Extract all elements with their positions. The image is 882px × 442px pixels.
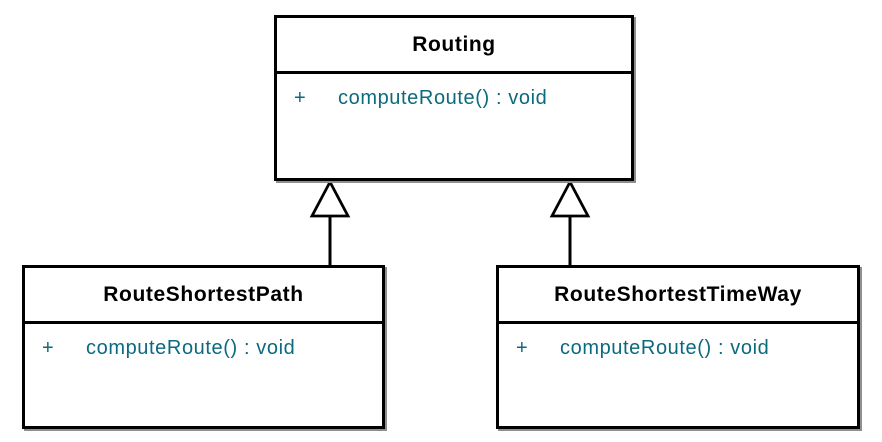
- class-members: + computeRoute() : void: [25, 324, 382, 360]
- class-box-routing: Routing + computeRoute() : void: [274, 15, 634, 181]
- method-visibility: +: [294, 87, 307, 109]
- class-members: + computeRoute() : void: [277, 74, 631, 110]
- method-row: + computeRoute() : void: [294, 87, 625, 110]
- generalization-arrow-routeshortesttimeway-to-routing: [549, 179, 591, 267]
- method-row: + computeRoute() : void: [42, 337, 376, 360]
- class-name: RouteShortestPath: [25, 268, 382, 324]
- generalization-triangle-icon: [549, 179, 591, 218]
- class-members: + computeRoute() : void: [499, 324, 857, 360]
- method-row: + computeRoute() : void: [516, 337, 851, 360]
- method-visibility: +: [516, 337, 529, 359]
- generalization-arrow-routeshortestpath-to-routing: [309, 179, 351, 267]
- method-signature: computeRoute() : void: [86, 337, 296, 359]
- generalization-triangle-icon: [309, 179, 351, 218]
- method-signature: computeRoute() : void: [560, 337, 770, 359]
- class-name: RouteShortestTimeWay: [499, 268, 857, 324]
- class-box-routeshortestpath: RouteShortestPath + computeRoute() : voi…: [22, 265, 385, 429]
- method-signature: computeRoute() : void: [338, 87, 548, 109]
- method-visibility: +: [42, 337, 55, 359]
- class-name: Routing: [277, 18, 631, 74]
- class-box-routeshortesttimeway: RouteShortestTimeWay + computeRoute() : …: [496, 265, 860, 429]
